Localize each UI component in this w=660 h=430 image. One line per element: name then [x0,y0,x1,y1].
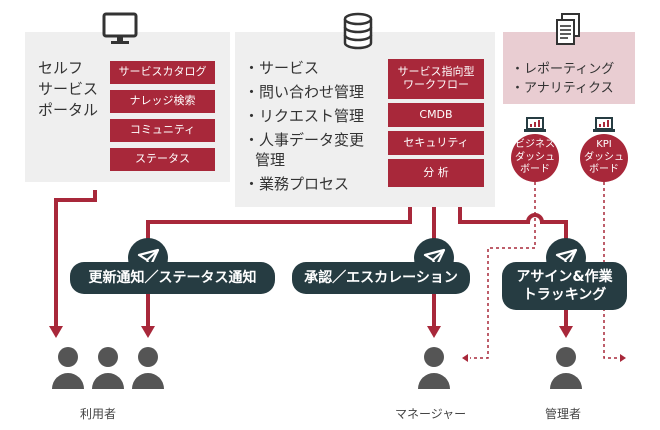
users-group [50,345,170,393]
services-bullet: ・人事データ変更 [244,131,365,149]
cmdb-button[interactable]: CMDB [388,103,484,127]
admin-label: 管理者 [545,407,582,421]
self-service-title-line: セルフ [38,59,84,77]
notify-badge: 更新通知／ステータス通知 [70,262,275,294]
person-icon [416,345,452,393]
reporting-bullets: ・レポーティング ・アナリティクス [511,60,614,98]
workflow-button[interactable]: サービス指向型 ワークフロー [388,59,484,99]
self-service-title-line: ポータル [38,101,99,119]
users-label: 利用者 [80,407,117,421]
services-bullet: ・業務プロセス [244,175,350,193]
assign-badge: アサイン&作業 トラッキング [502,262,627,310]
database-icon [343,12,373,50]
person-icon [548,345,584,393]
laptop-chart-icon [592,116,616,134]
services-bullet: ・サービス [244,59,320,77]
person-icon [92,347,124,389]
kpi-dashboard-bubble[interactable]: KPI ダッシュ ボード [580,134,628,182]
approval-badge: 承認／エスカレーション [292,262,470,294]
person-icon [52,347,84,389]
analysis-button[interactable]: 分 析 [388,159,484,187]
services-bullet: ・問い合わせ管理 [244,83,365,101]
services-bullet: ・リクエスト管理 [244,107,365,125]
community-button[interactable]: コミュニティ [110,119,215,142]
knowledge-search-button[interactable]: ナレッジ検索 [110,90,215,113]
monitor-icon [102,12,138,46]
person-icon [132,347,164,389]
services-bullet: 管理 [255,151,286,169]
services-bullets: ・サービス ・問い合わせ管理 ・リクエスト管理 ・人事データ変更 管理 ・業務プ… [244,58,364,194]
self-service-title-line: サービス [38,80,99,98]
laptop-chart-icon [523,116,547,134]
service-catalog-button[interactable]: サービスカタログ [110,61,215,84]
reporting-bullet: ・アナリティクス [511,81,614,96]
business-dashboard-bubble[interactable]: ビジネス ダッシュ ボード [511,134,559,182]
reporting-bullet: ・レポーティング [511,62,615,77]
manager-label: マネージャー [395,407,467,421]
status-button[interactable]: ステータス [110,148,215,171]
self-service-title: セルフ サービス ポータル [38,58,98,121]
security-button[interactable]: セキュリティ [388,131,484,155]
document-icon [555,12,581,48]
